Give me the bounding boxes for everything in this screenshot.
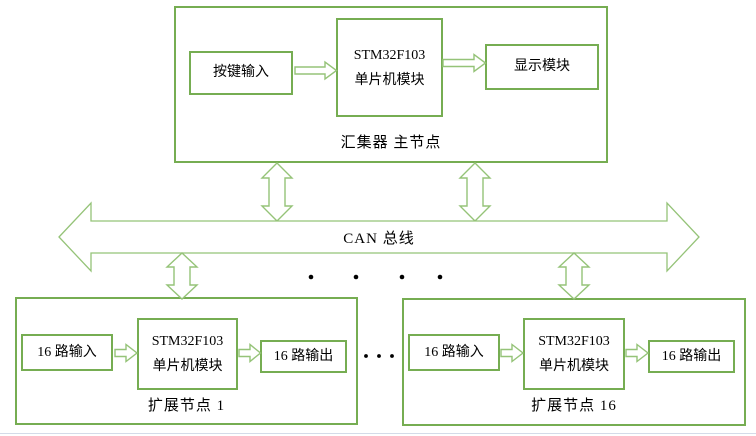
key-input-box: 按键输入 [189, 51, 293, 95]
up-down-arrow [165, 252, 199, 300]
node1-caption: 扩展节点 1 [147, 398, 226, 414]
mcu-line2: 单片机模块 [539, 359, 609, 374]
node1-mcu-box: STM32F103 单片机模块 [137, 318, 238, 390]
mcu-line2: 单片机模块 [354, 72, 425, 88]
ellipsis-dots-small [364, 354, 394, 358]
node1-input-label: 16 路输入 [37, 344, 97, 360]
up-down-arrow [557, 252, 591, 300]
node16-output-box: 16 路输出 [648, 340, 735, 373]
node16-caption: 扩展节点 16 [531, 398, 617, 414]
display-module-box: 显示模块 [485, 44, 599, 90]
collector-mcu-box: STM32F103 单片机模块 [336, 18, 443, 117]
mcu-line1: STM32F103 [538, 334, 610, 349]
mcu-line1: STM32F103 [353, 47, 426, 63]
node1-output-box: 16 路输出 [260, 340, 347, 373]
ellipsis-dots [308, 274, 443, 280]
display-module-label: 显示模块 [514, 59, 570, 74]
node16-input-box: 16 路输入 [408, 334, 500, 371]
mcu-line2: 单片机模块 [152, 359, 223, 374]
mcu-line1: STM32F103 [151, 334, 224, 349]
collector-node-box [174, 6, 608, 163]
node16-output-label: 16 路输出 [661, 348, 722, 364]
node1-input-box: 16 路输入 [21, 334, 113, 371]
node16-mcu-box: STM32F103 单片机模块 [523, 318, 625, 390]
page-rule [0, 433, 756, 434]
up-down-arrow [458, 162, 492, 222]
node16-input-label: 16 路输入 [424, 344, 484, 360]
key-input-label: 按键输入 [213, 65, 269, 80]
can-bus-label: CAN 总线 [343, 231, 415, 247]
collector-caption: 汇集器 主节点 [340, 135, 442, 151]
node1-output-label: 16 路输出 [273, 348, 334, 364]
up-down-arrow [260, 162, 294, 222]
